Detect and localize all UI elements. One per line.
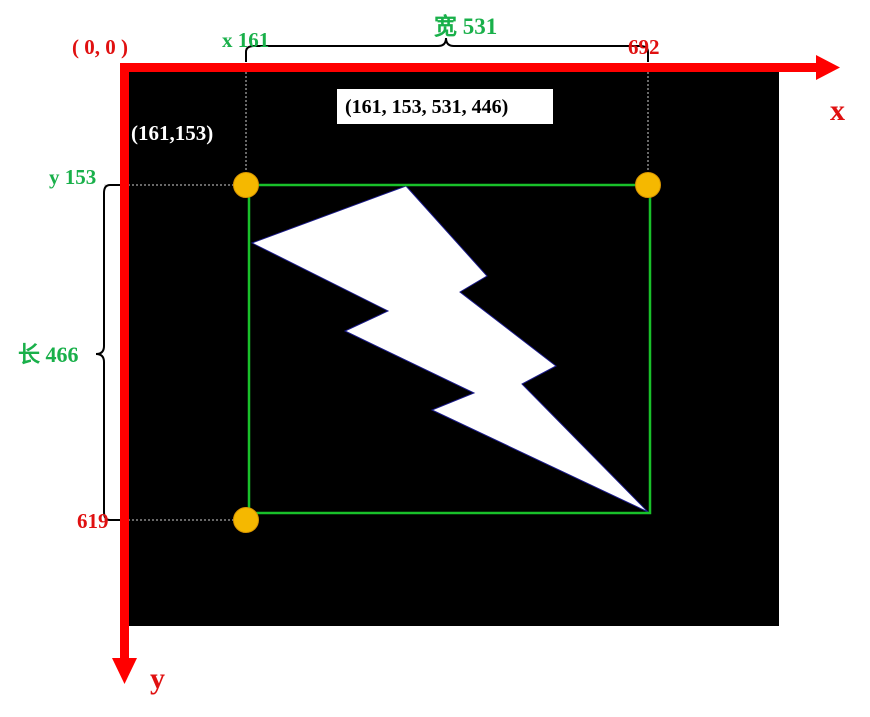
lightning-bolt <box>250 185 649 513</box>
x-axis-line <box>120 63 820 72</box>
x2-label: 692 <box>628 35 660 59</box>
y-axis-label: y <box>150 662 165 695</box>
corner-dot-top-right <box>635 172 661 198</box>
guide-lines <box>104 48 649 521</box>
bbox-label: (161, 153, 531, 446) <box>345 96 508 118</box>
corner-dot-bottom-left <box>233 507 259 533</box>
height-label: 长 466 <box>18 342 79 367</box>
y-axis-arrowhead <box>112 658 137 684</box>
width-brace <box>245 37 649 62</box>
corner-dot-top-left <box>233 172 259 198</box>
axes <box>112 55 840 684</box>
x-axis-arrowhead <box>816 55 840 80</box>
y-axis-line <box>120 63 129 663</box>
corner-dots <box>233 172 661 533</box>
y2-label: 619 <box>77 509 109 533</box>
bounding-box <box>247 183 652 515</box>
x-axis-label: x <box>830 94 845 127</box>
bbox-label-background <box>337 89 553 124</box>
y-label: y 153 <box>49 165 96 189</box>
width-label: 宽 531 <box>434 13 497 39</box>
origin-label: ( 0, 0 ) <box>72 35 128 59</box>
corner-label: (161,153) <box>131 121 213 145</box>
height-brace <box>95 184 120 521</box>
x-label: x 161 <box>222 28 269 52</box>
